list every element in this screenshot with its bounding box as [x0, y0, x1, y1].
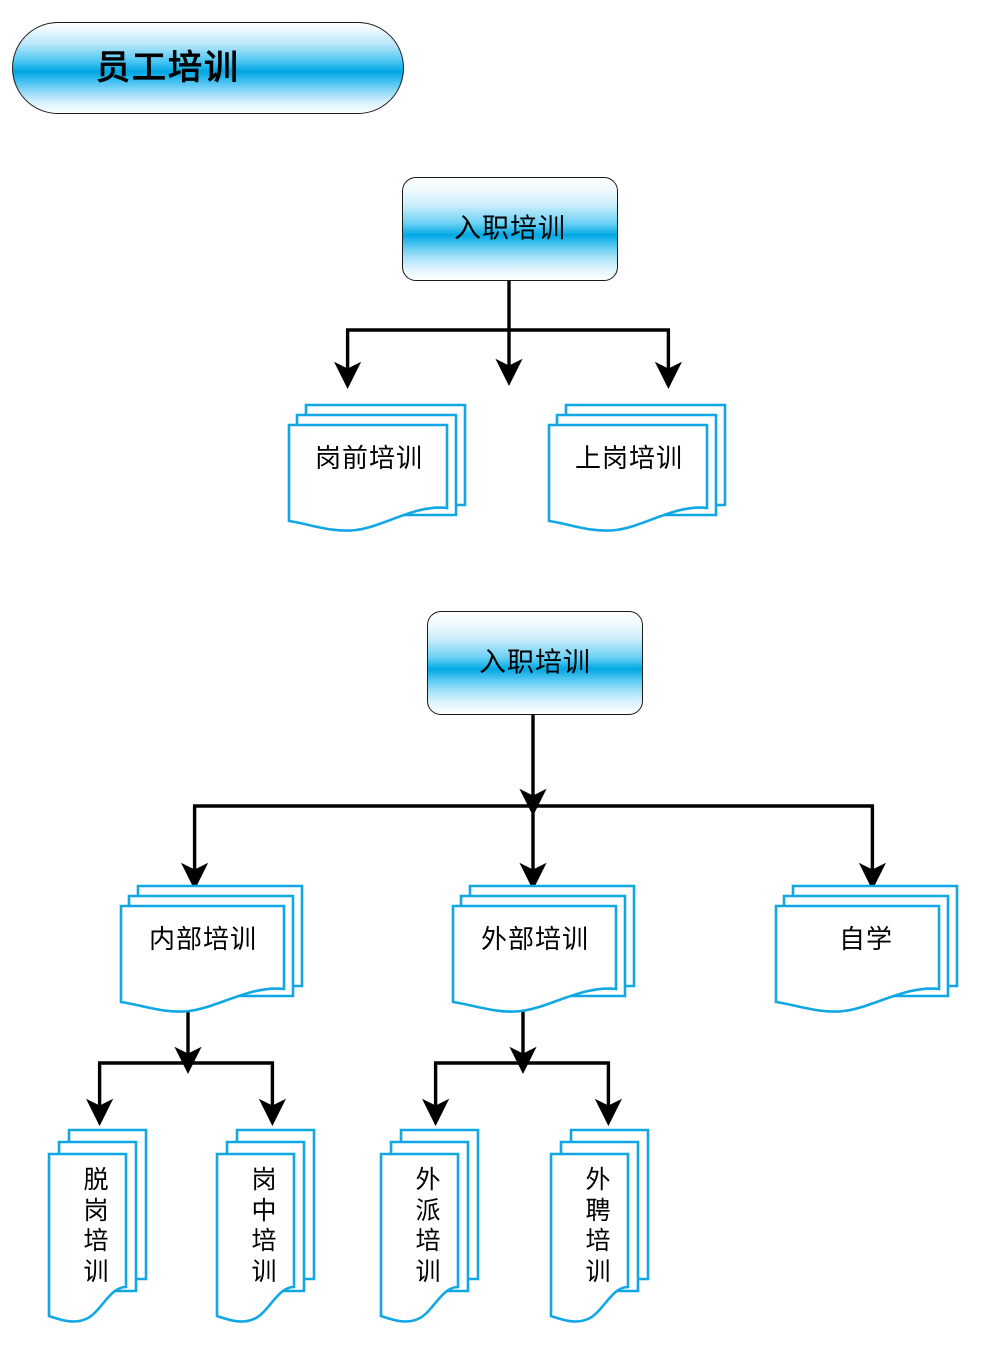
- connector-external-bus: [422, 1061, 623, 1126]
- page-title: 员工培训: [96, 48, 240, 88]
- doc-sheet-front: [379, 1152, 460, 1323]
- connector-section2-bus: [181, 804, 887, 890]
- node-externalhire-training-label: 外 聘 培 训: [585, 1165, 611, 1286]
- node-onpost-training-label: 上岗培训: [574, 444, 683, 474]
- node-onjob-training[interactable]: 岗 中 培 训: [215, 1124, 336, 1334]
- node-onjob-training-label: 岗 中 培 训: [251, 1165, 277, 1286]
- doc-sheet-front: [287, 423, 449, 532]
- node-externalhire-training[interactable]: 外 聘 培 训: [549, 1124, 670, 1334]
- node-section1-root-label: 入职培训: [454, 213, 566, 245]
- node-external-training-label: 外部培训: [480, 925, 589, 955]
- node-internal-training[interactable]: 内部培训: [119, 878, 320, 1018]
- connector-internal-bus: [85, 1061, 286, 1126]
- node-section1-root[interactable]: 入职培训: [402, 177, 618, 281]
- diagram-title-banner: 员工培训: [12, 22, 404, 114]
- node-external-training[interactable]: 外部培训: [451, 878, 652, 1018]
- node-self-study[interactable]: 自学: [774, 878, 975, 1018]
- doc-sheet-front: [547, 423, 709, 532]
- node-self-study-label: 自学: [838, 925, 893, 955]
- doc-sheet-front: [119, 904, 286, 1013]
- node-pre-post-training-label: 岗前培训: [314, 444, 423, 474]
- node-onpost-training[interactable]: 上岗培训: [547, 396, 743, 536]
- node-offpost-training[interactable]: 脱 岗 培 训: [47, 1124, 168, 1334]
- doc-sheet-front: [774, 904, 941, 1013]
- node-offpost-training-label: 脱 岗 培 训: [83, 1165, 109, 1286]
- node-outsource-training-label: 外 派 培 训: [415, 1165, 441, 1286]
- doc-sheet-front: [47, 1152, 128, 1323]
- doc-sheet-front: [549, 1152, 630, 1323]
- node-internal-training-label: 内部培训: [148, 925, 257, 955]
- node-section2-root[interactable]: 入职培训: [427, 611, 643, 715]
- node-pre-post-training[interactable]: 岗前培训: [287, 396, 483, 536]
- doc-sheet-front: [451, 904, 618, 1013]
- connector-section1-bus: [334, 328, 683, 389]
- node-section2-root-label: 入职培训: [479, 647, 591, 679]
- node-outsource-training[interactable]: 外 派 培 训: [379, 1124, 500, 1334]
- doc-sheet-front: [215, 1152, 296, 1323]
